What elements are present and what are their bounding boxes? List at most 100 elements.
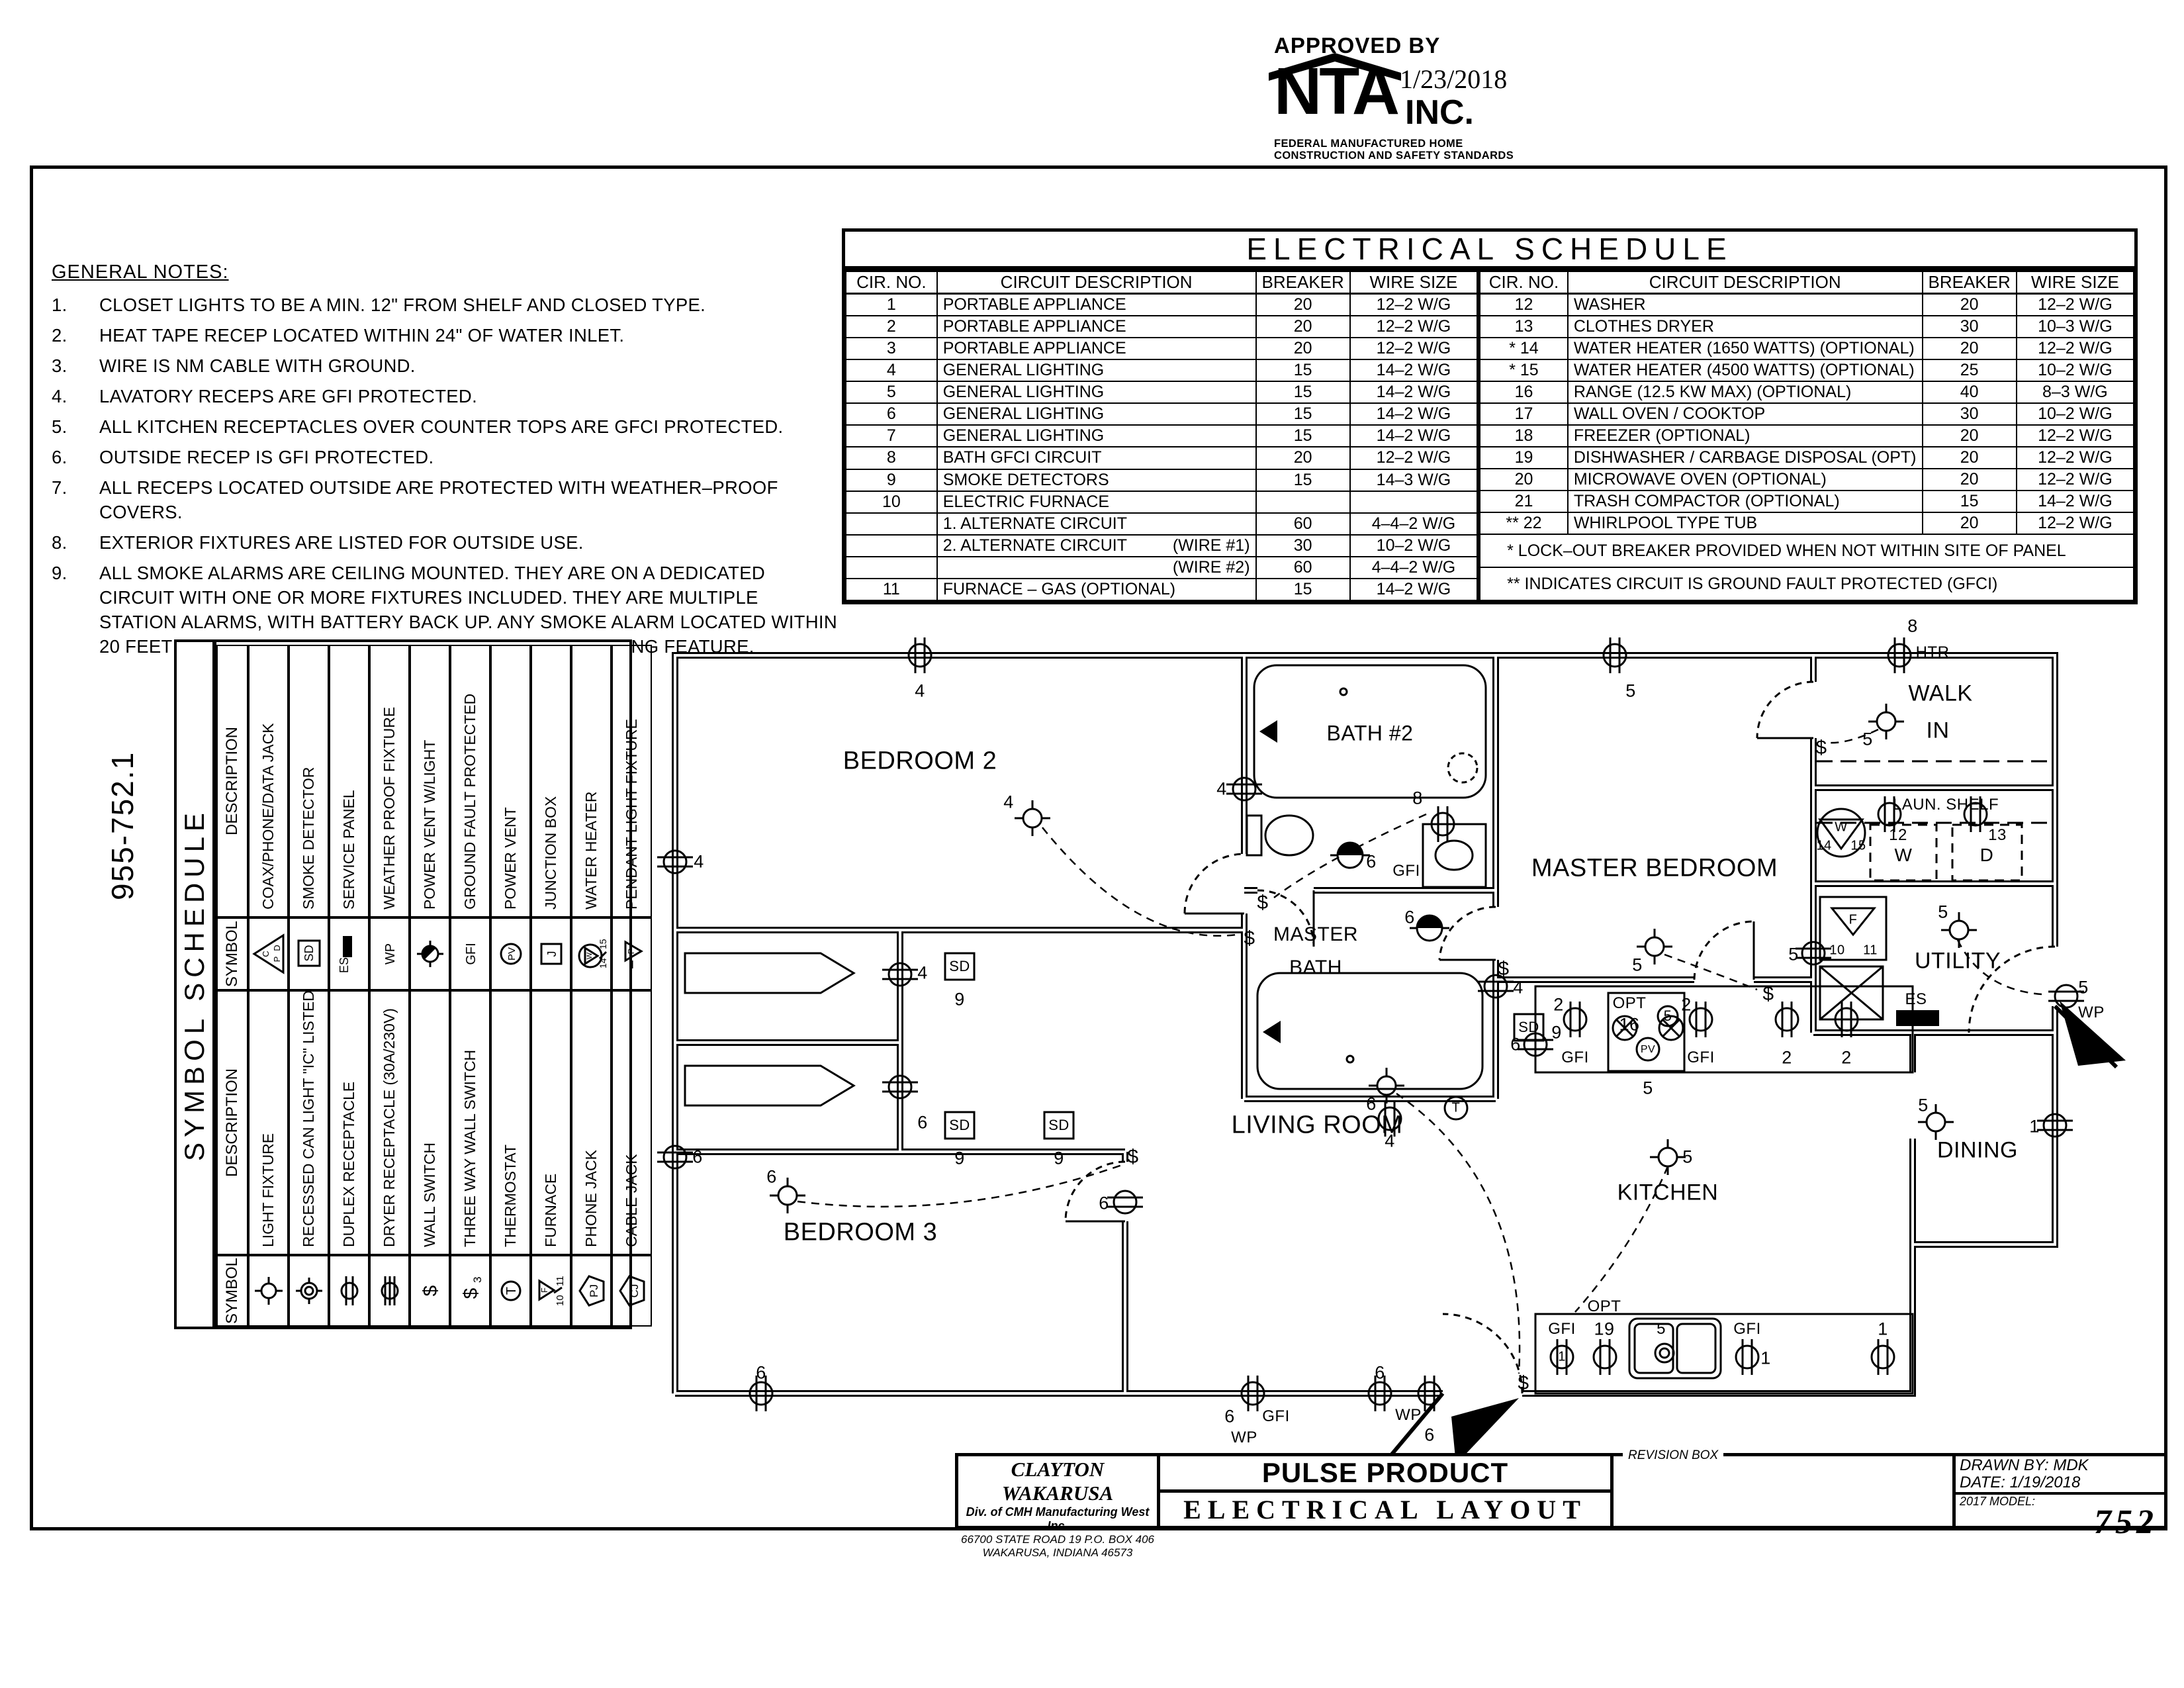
col-header-wire: WIRE SIZE xyxy=(2015,271,2135,295)
plan-label: PV xyxy=(1640,1044,1656,1055)
cell-wire-size: 12–2 W/G xyxy=(2015,512,2135,535)
svg-text:PJ: PJ xyxy=(588,1284,600,1297)
cell-wire-size: 14–2 W/G xyxy=(1349,381,1480,404)
cell-breaker: 15 xyxy=(1255,577,1351,602)
schedule-row: 2 PORTABLE APPLIANCE 20 12–2 W/G xyxy=(845,315,1480,339)
note-text: LAVATORY RECEPS ARE GFI PROTECTED. xyxy=(99,386,478,406)
schedule-row: 1 PORTABLE APPLIANCE 20 12–2 W/G xyxy=(845,293,1480,317)
schedule-row: * 15 WATER HEATER (4500 WATTS) (OPTIONAL… xyxy=(1479,359,2135,382)
schedule-row: ** 22 WHIRLPOOL TYPE TUB 20 12–2 W/G xyxy=(1479,512,2135,535)
plan-label: 5 xyxy=(1682,1147,1693,1167)
cell-wire-size: 12–2 W/G xyxy=(2015,424,2135,447)
svg-text:GFI: GFI xyxy=(464,943,478,964)
schedule-row: 2. ALTERNATE CIRCUIT(WIRE #1) 30 10–2 W/… xyxy=(845,534,1480,557)
schedule-note-row: * LOCK–OUT BREAKER PROVIDED WHEN NOT WIT… xyxy=(1479,534,2134,568)
model-label: 2017 MODEL: xyxy=(1960,1495,2036,1508)
power-vent-icon: PV xyxy=(490,917,531,990)
cell-desc-text: GENERAL LIGHTING xyxy=(942,383,1105,402)
company-block: CLAYTON WAKARUSA Div. of CMH Manufacturi… xyxy=(958,1456,1160,1559)
plan-label: ES xyxy=(1905,990,1927,1008)
plan-label: 16 xyxy=(1619,1014,1640,1035)
wall-switch-icon: $ xyxy=(410,1255,450,1327)
power-vent-light-icon xyxy=(410,917,450,990)
plan-label: 5 xyxy=(1625,680,1636,701)
stamp-line1: FEDERAL MANUFACTURED HOME xyxy=(1274,138,1463,150)
plan-label: 8 xyxy=(1907,616,1918,636)
cell-description: GENERAL LIGHTING xyxy=(936,381,1257,404)
cell-wire-size: 12–2 W/G xyxy=(2015,293,2135,316)
plan-label: BATH #2 xyxy=(1326,721,1414,745)
cell-breaker: 20 xyxy=(1255,446,1351,470)
plan-label: SD xyxy=(1518,1019,1539,1035)
stamp-date: 1/23/2018 xyxy=(1400,64,1508,94)
plan-label: 4 xyxy=(1513,977,1524,998)
furnace-box xyxy=(1819,896,1888,961)
plan-label: 4 xyxy=(694,851,704,872)
svg-text:14: 14 xyxy=(598,958,608,968)
plan-label: 6 xyxy=(1510,1034,1521,1055)
cell-cir-no: 13 xyxy=(1479,315,1569,338)
cell-cir-no: 19 xyxy=(1479,446,1569,469)
cell-desc-text: 2. ALTERNATE CIRCUIT xyxy=(942,536,1127,555)
stamp-approved-by: APPROVED BY xyxy=(1274,33,1441,58)
cell-wire-size: 10–2 W/G xyxy=(2015,359,2135,382)
plan-label: 6 xyxy=(692,1147,703,1167)
svg-text:J: J xyxy=(545,951,559,957)
cell-description: PORTABLE APPLIANCE xyxy=(936,315,1257,339)
plan-label: W xyxy=(1894,845,1913,865)
range-box xyxy=(1607,992,1686,1072)
cell-wire-size: 10–2 W/G xyxy=(1349,534,1480,557)
note-text: CLOSET LIGHTS TO BE A MIN. 12" FROM SHEL… xyxy=(99,295,706,315)
bath2-vanity xyxy=(1422,823,1487,888)
cell-description: WHIRLPOOL TYPE TUB xyxy=(1567,512,1923,535)
cell-desc-text: PORTABLE APPLIANCE xyxy=(942,317,1126,336)
cell-cir-no: 17 xyxy=(1479,402,1569,426)
svg-text:SD: SD xyxy=(302,945,316,961)
pendant-light-fixture-icon: P xyxy=(612,917,652,990)
plan-label: 6 xyxy=(1424,1425,1435,1445)
plan-label: 6 xyxy=(917,1112,928,1133)
general-note-item: 6. OUTSIDE RECEP IS GFI PROTECTED. xyxy=(52,445,839,469)
plan-label: 2 xyxy=(1553,994,1564,1015)
sheet-title-block: PULSE PRODUCT ELECTRICAL LAYOUT xyxy=(1160,1456,1614,1526)
cell-wire-size: 12–2 W/G xyxy=(2015,468,2135,491)
electrical-schedule-title: ELECTRICAL SCHEDULE xyxy=(845,232,2134,271)
cell-breaker: 15 xyxy=(1921,490,2017,513)
plan-label: 9 xyxy=(954,989,965,1009)
cell-description: TRASH COMPACTOR (OPTIONAL) xyxy=(1567,490,1923,513)
recessed-can-light-icon xyxy=(289,1255,329,1327)
company-address2: WAKARUSA, INDIANA 46573 xyxy=(982,1546,1133,1559)
general-notes: GENERAL NOTES: 1. CLOSET LIGHTS TO BE A … xyxy=(52,261,839,665)
plan-label: 5 xyxy=(1632,955,1643,975)
schedule-row: 6 GENERAL LIGHTING 15 14–2 W/G xyxy=(845,402,1480,426)
plan-label: 5 xyxy=(1938,902,1948,922)
cell-breaker: 40 xyxy=(1921,381,2017,404)
plan-label: D xyxy=(1979,845,1994,865)
general-note-item: 1. CLOSET LIGHTS TO BE A MIN. 12" FROM S… xyxy=(52,293,839,317)
plan-label: LAUN. SHELF xyxy=(1892,796,1999,814)
electrical-schedule-left-table: CIR. NO. CIRCUIT DESCRIPTION BREAKER WIR… xyxy=(845,271,1480,602)
nta-logo: NTA 1/23/2018 INC. xyxy=(1269,53,1578,138)
product-title: PULSE PRODUCT xyxy=(1160,1456,1610,1493)
bath2-toilet-bowl xyxy=(1264,814,1314,857)
col-header-desc: CIRCUIT DESCRIPTION xyxy=(1567,271,1923,295)
cell-breaker: 20 xyxy=(1255,337,1351,361)
title-block: CLAYTON WAKARUSA Div. of CMH Manufacturi… xyxy=(955,1448,2167,1559)
plan-label: $ xyxy=(1762,983,1774,1005)
col-header-breaker: BREAKER xyxy=(1255,271,1351,295)
cell-description: GENERAL LIGHTING xyxy=(936,402,1257,426)
plan-label: 5 xyxy=(2078,977,2089,998)
cell-cir-no: 10 xyxy=(845,490,938,514)
cell-wire-size: 14–2 W/G xyxy=(1349,577,1480,602)
plan-label: 14 xyxy=(1816,838,1832,853)
cell-breaker: 15 xyxy=(1255,359,1351,383)
svg-text:F: F xyxy=(539,1288,549,1293)
cell-cir-no: 9 xyxy=(845,468,938,492)
plan-label: 6 xyxy=(1366,1094,1377,1114)
svg-text:T: T xyxy=(504,1287,519,1295)
cell-description: FREEZER (OPTIONAL) xyxy=(1567,424,1923,447)
service-panel-icon: ES xyxy=(329,917,369,990)
plan-label: GFI xyxy=(1687,1049,1715,1066)
plan-label: WP xyxy=(2078,1004,2105,1021)
general-note-item: 7. ALL RECEPS LOCATED OUTSIDE ARE PROTEC… xyxy=(52,475,839,524)
